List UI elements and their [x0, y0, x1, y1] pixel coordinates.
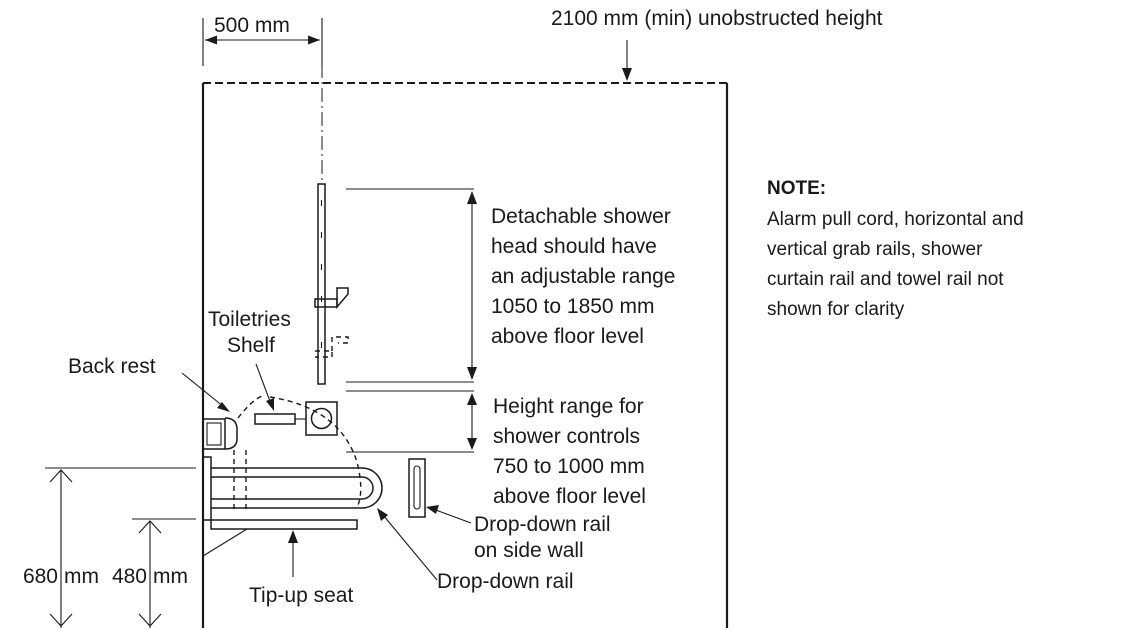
shower-riser-rail [317, 183, 326, 385]
rail-swing-arc [269, 396, 362, 506]
svg-text:Drop-down rail: Drop-down rail [474, 513, 611, 536]
side-wall-rail-icon [408, 458, 426, 518]
shower-controls-icon [305, 401, 338, 436]
note-line: vertical grab rails, shower [767, 239, 983, 260]
svg-text:Shelf: Shelf [227, 334, 275, 357]
note-block: NOTE: Alarm pull cord, horizontal and ve… [767, 178, 1024, 320]
drop-down-rail-label: Drop-down rail [437, 570, 574, 593]
toiletries-shelf-icon [254, 413, 306, 425]
note-line: curtain rail and towel rail not [767, 269, 1004, 290]
unobstructed-height-callout: 2100 mm (min) unobstructed height [551, 7, 883, 81]
note-heading: NOTE: [767, 178, 826, 199]
controls-range-dimension [346, 390, 477, 453]
dimension-680-unit: mm [64, 565, 99, 588]
drop-down-rail-leader [377, 508, 438, 581]
seat-swing-arc [237, 395, 263, 419]
shower-head-alt-position-icon [315, 336, 349, 358]
back-rest-label: Back rest [68, 355, 156, 378]
toiletries-shelf-leader [255, 363, 274, 411]
tip-up-seat-icon [202, 519, 358, 557]
svg-text:750 to 1000 mm: 750 to 1000 mm [493, 455, 645, 478]
svg-text:head should have: head should have [491, 235, 657, 258]
svg-text:on side wall: on side wall [474, 539, 584, 562]
drop-down-rail-icon [202, 456, 383, 521]
dimension-680mm [45, 467, 196, 628]
svg-text:above floor level: above floor level [491, 325, 644, 348]
dimension-480-unit: mm [153, 565, 188, 588]
svg-text:shower controls: shower controls [493, 425, 640, 448]
svg-text:Toiletries: Toiletries [208, 308, 291, 331]
dimension-500-label: 500 mm [214, 14, 290, 37]
svg-text:Height range for: Height range for [493, 395, 644, 418]
dimension-500mm: 500 mm [202, 14, 323, 66]
toiletries-shelf-label: Toiletries Shelf [208, 308, 291, 357]
dimension-680-label: 680 [23, 565, 58, 588]
side-wall-rail-leader [426, 505, 472, 524]
side-wall-rail-label: Drop-down rail on side wall [474, 513, 611, 562]
svg-text:above floor level: above floor level [493, 485, 646, 508]
svg-text:Detachable shower: Detachable shower [491, 205, 671, 228]
dimension-480-label: 480 [112, 565, 147, 588]
shower-head-icon [314, 287, 349, 310]
room-outline [201, 82, 729, 628]
note-line: shown for clarity [767, 299, 905, 320]
svg-text:an adjustable range: an adjustable range [491, 265, 675, 288]
tip-up-seat-leader [288, 530, 298, 577]
svg-text:1050 to 1850 mm: 1050 to 1850 mm [491, 295, 654, 318]
back-rest-icon [202, 417, 238, 450]
unobstructed-height-label: 2100 mm (min) unobstructed height [551, 7, 883, 30]
note-line: Alarm pull cord, horizontal and [767, 209, 1024, 230]
dimension-480mm [132, 518, 196, 628]
tip-up-seat-label: Tip-up seat [249, 584, 353, 607]
shower-head-range-text: Detachable shower head should have an ad… [491, 205, 675, 348]
shower-head-range-dimension [346, 188, 477, 383]
back-rest-leader [181, 372, 230, 412]
controls-range-text: Height range for shower controls 750 to … [493, 395, 646, 508]
